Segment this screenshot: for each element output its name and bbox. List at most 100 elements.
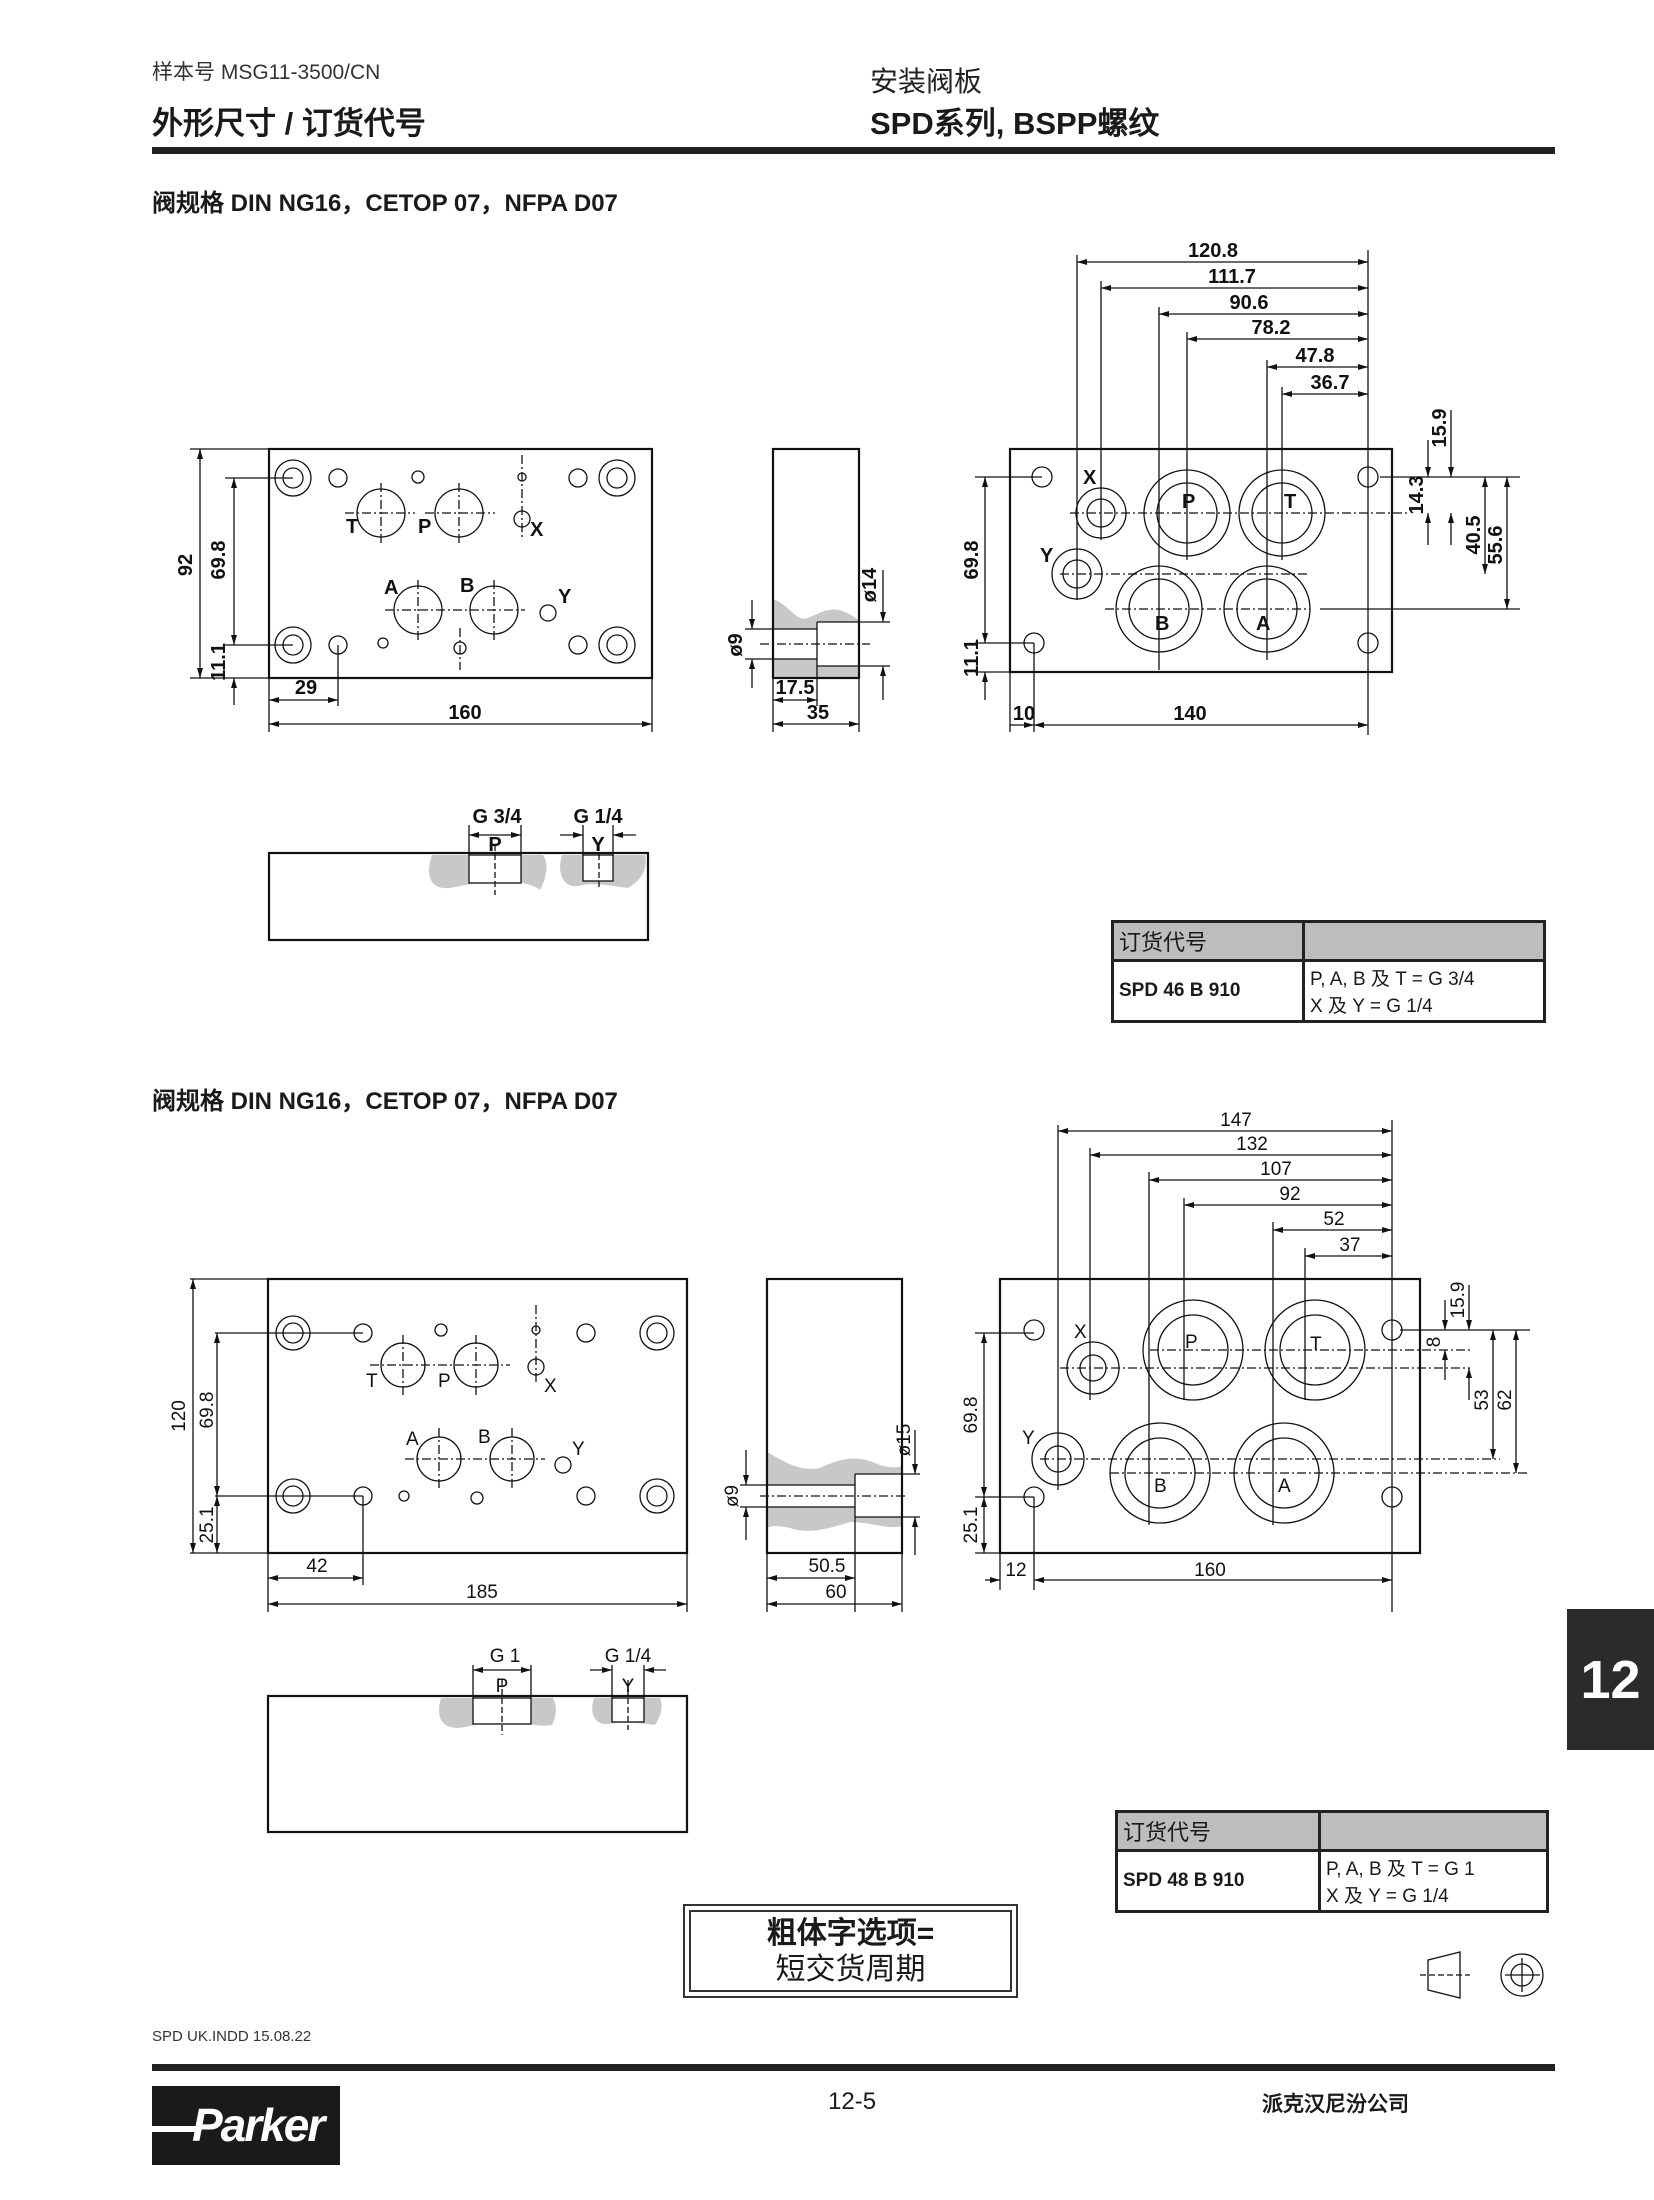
dim-label: 12	[1005, 1560, 1026, 1581]
page-title: 外形尺寸 / 订货代号	[152, 106, 426, 141]
dim-label: ø9	[725, 633, 747, 656]
dim-label: 15.9	[1448, 1282, 1469, 1319]
dim-label: 62	[1495, 1389, 1516, 1410]
dim-label: 78.2	[1252, 317, 1291, 339]
order-spec-line: X 及 Y = G 1/4	[1326, 1886, 1449, 1907]
port-label-a: A	[1256, 613, 1270, 635]
thread-label: G 1	[490, 1646, 521, 1667]
s2-section-view	[266, 1665, 689, 1834]
dim-label: 14.3	[1406, 476, 1428, 515]
dim-label: ø9	[722, 1485, 743, 1507]
port-label-b: B	[460, 575, 474, 597]
section1-heading: 阀规格 DIN NG16，CETOP 07，NFPA D07	[152, 190, 618, 217]
dim-label: 53	[1472, 1389, 1493, 1410]
port-label-t: T	[1284, 491, 1296, 513]
catalog-number: 样本号 MSG11-3500/CN	[152, 61, 381, 84]
port-label-y: Y	[1040, 545, 1054, 567]
port-label-y: Y	[558, 586, 572, 608]
port-label-p: P	[1185, 1332, 1198, 1353]
dim-label: 60	[825, 1582, 846, 1603]
dim-label: 52	[1323, 1209, 1344, 1230]
chapter-tab: 12	[1567, 1609, 1654, 1750]
port-label-t: T	[346, 516, 358, 538]
thread-label: G 1/4	[574, 806, 624, 828]
dim-label: 69.8	[208, 541, 230, 580]
s1-front-view	[190, 447, 654, 732]
dim-label: 92	[1279, 1184, 1300, 1205]
dim-label: 111.7	[1208, 266, 1256, 288]
dim-label: 120	[169, 1400, 190, 1432]
dim-label: 120.8	[1188, 240, 1238, 262]
port-label-b: B	[1155, 613, 1169, 635]
dim-label: 160	[448, 702, 481, 724]
port-label-y: Y	[1022, 1428, 1035, 1449]
thread-label: G 1/4	[605, 1646, 652, 1667]
order-spec-line: P, A, B 及 T = G 1	[1326, 1859, 1475, 1880]
dim-label: 11.1	[961, 639, 983, 677]
header-rule	[152, 147, 1555, 154]
projection-symbol	[1420, 1951, 1544, 1999]
s2-front-view	[190, 1277, 689, 1612]
port-label-t: T	[366, 1371, 378, 1392]
port-label-x: X	[1074, 1322, 1087, 1343]
port-label-a: A	[406, 1429, 419, 1450]
port-label: Y	[622, 1676, 635, 1697]
dim-label: 140	[1173, 703, 1206, 725]
port-label: Y	[591, 834, 605, 856]
dim-label: ø15	[894, 1424, 915, 1457]
section2-heading: 阀规格 DIN NG16，CETOP 07，NFPA D07	[152, 1088, 618, 1115]
dim-label: 92	[175, 554, 197, 576]
dim-label: 17.5	[776, 677, 815, 699]
port-label: P	[488, 834, 501, 856]
dim-label: 29	[295, 677, 317, 699]
port-label-t: T	[1310, 1334, 1322, 1355]
port-label-x: X	[544, 1376, 557, 1397]
dim-label: 25.1	[961, 1507, 982, 1544]
dim-label: 160	[1194, 1560, 1226, 1581]
dim-label: 40.5	[1463, 516, 1485, 555]
parker-logo: Parker	[152, 2086, 340, 2165]
port-label-x: X	[530, 519, 544, 541]
note-bold-text: 粗体字选项=	[766, 1917, 935, 1950]
dim-label: 69.8	[961, 1397, 982, 1434]
dim-label: 132	[1236, 1134, 1268, 1155]
s1-port-view	[975, 250, 1520, 735]
port-label-p: P	[418, 516, 431, 538]
port-label-a: A	[384, 577, 398, 599]
dim-label: 55.6	[1485, 526, 1507, 565]
port-label-b: B	[478, 1427, 491, 1448]
dim-label: 35	[807, 702, 829, 724]
note-text: 短交货周期	[775, 1953, 926, 1986]
dim-label: 42	[306, 1556, 327, 1577]
dim-label: 25.1	[197, 1507, 218, 1544]
dim-label: 36.7	[1311, 372, 1350, 394]
thread-label: G 3/4	[473, 806, 523, 828]
s2-side-view	[740, 1277, 920, 1612]
dim-label: 11.1	[208, 643, 230, 681]
product-subtitle: 安装阀板	[870, 66, 983, 97]
dim-label: 69.8	[961, 541, 983, 580]
port-label: P	[496, 1676, 509, 1697]
dim-label: ø14	[859, 567, 881, 602]
order-header: 订货代号	[1111, 920, 1305, 962]
order-spec-line: P, A, B 及 T = G 3/4	[1310, 969, 1475, 990]
dim-label: 147	[1220, 1110, 1252, 1131]
company-name: 派克汉尼汾公司	[1262, 2093, 1409, 2116]
dim-label: 10	[1013, 703, 1035, 725]
dim-label: 15.9	[1429, 409, 1451, 448]
port-label-p: P	[438, 1371, 451, 1392]
port-label-y: Y	[572, 1439, 585, 1460]
s1-side-view	[745, 447, 890, 732]
port-label-p: P	[1182, 491, 1195, 513]
dim-label: 107	[1260, 1159, 1292, 1180]
bold-option-note: 粗体字选项= 短交货周期	[683, 1904, 1018, 1998]
dim-label: 90.6	[1230, 292, 1269, 314]
order-code: SPD 46 B 910	[1111, 959, 1305, 1023]
dim-label: 8	[1424, 1337, 1445, 1348]
order-header: 订货代号	[1115, 1810, 1321, 1852]
file-info: SPD UK.INDD 15.08.22	[152, 2028, 312, 2045]
dim-label: 50.5	[809, 1556, 846, 1577]
